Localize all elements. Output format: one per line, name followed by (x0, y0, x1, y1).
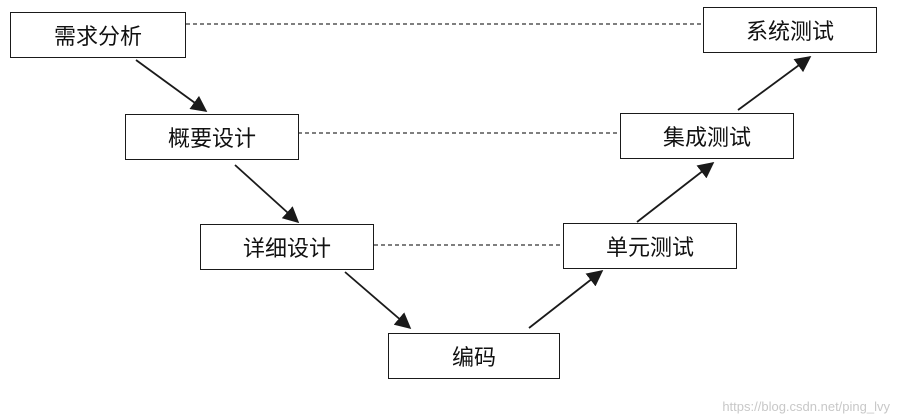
coding-box: 编码 (388, 333, 560, 379)
detailed-design-label: 详细设计 (242, 237, 331, 262)
unit-test-label: 单元测试 (605, 236, 694, 261)
requirements-analysis-label: 需求分析 (53, 25, 142, 50)
outline-design-label: 概要设计 (167, 127, 256, 152)
arrow-integration-to-system (737, 56, 812, 111)
watermark: https://blog.csdn.net/ping_lvy (722, 399, 890, 414)
coding-label: 编码 (451, 346, 496, 371)
integration-test-label: 集成测试 (662, 126, 751, 151)
arrow-unit-to-integration (636, 162, 715, 223)
detailed-design-box: 详细设计 (200, 224, 374, 270)
system-test-label: 系统测试 (745, 20, 834, 45)
arrow-outline-to-detailed (234, 164, 300, 224)
outline-design-box: 概要设计 (125, 114, 299, 160)
unit-test-box: 单元测试 (563, 223, 737, 269)
integration-test-box: 集成测试 (620, 113, 794, 159)
requirements-analysis-box: 需求分析 (10, 12, 186, 58)
arrow-requirements-to-outline (135, 59, 208, 112)
arrow-detailed-to-coding (344, 271, 412, 330)
system-test-box: 系统测试 (703, 7, 877, 53)
arrow-coding-to-unit (528, 270, 604, 329)
